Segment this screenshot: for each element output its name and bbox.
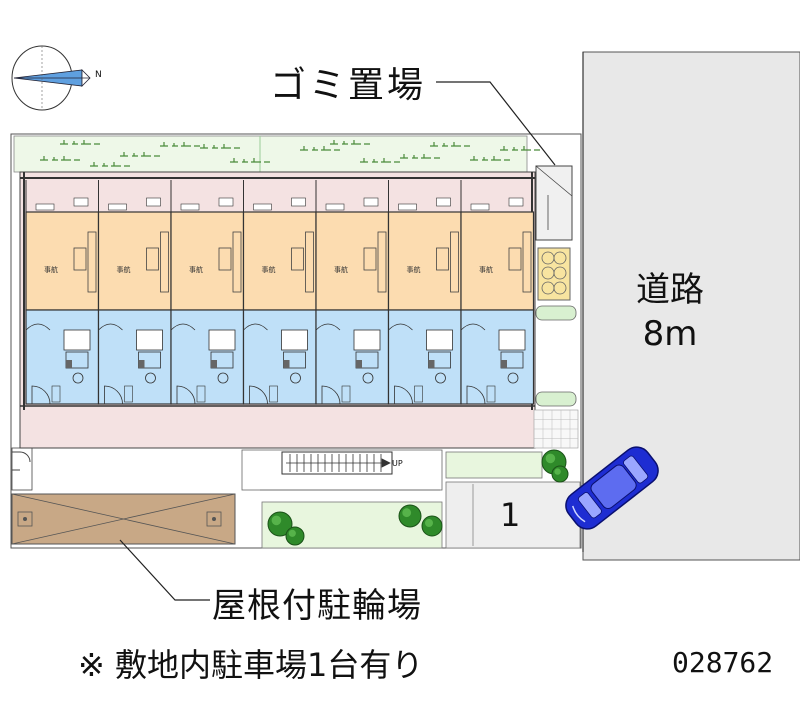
unit: 事航 <box>97 180 172 405</box>
unit: 事航 <box>25 180 100 405</box>
road-label: 道路 8m <box>636 268 704 356</box>
svg-text:事航: 事航 <box>44 265 58 274</box>
bike-leader <box>119 539 210 601</box>
garbage-area-label: ゴミ置場 <box>270 65 427 106</box>
tree-icon <box>267 511 293 537</box>
car-icon <box>565 446 659 530</box>
unit: 事航 <box>315 180 390 405</box>
road-name: 道路 <box>636 270 704 310</box>
bike-parking-label: 屋根付駐輪場 <box>212 586 422 626</box>
tree-icon <box>285 526 305 546</box>
green-strip <box>13 135 528 173</box>
svg-text:事航: 事航 <box>479 265 493 274</box>
parking-note: ※ 敷地内駐車場1台有り <box>78 646 424 684</box>
compass-north-label: N <box>95 70 102 80</box>
unit: 事航 <box>387 180 462 405</box>
unit: 事航 <box>460 180 535 405</box>
stairs-up-label: UP <box>392 459 403 468</box>
svg-text:事航: 事航 <box>407 265 421 274</box>
property-code: 028762 <box>672 646 774 679</box>
road-width: 8m <box>642 314 698 354</box>
tree-icon <box>398 504 422 528</box>
garbage-leader <box>436 81 556 166</box>
unit: 事航 <box>170 180 245 405</box>
garbage-area <box>535 165 573 241</box>
parking-slot-number: 1 <box>500 496 521 534</box>
svg-text:事航: 事航 <box>334 265 348 274</box>
unit: 事航 <box>242 180 317 405</box>
compass-icon <box>11 45 91 111</box>
svg-text:事航: 事航 <box>189 265 203 274</box>
parking-slot <box>445 481 581 549</box>
svg-text:事航: 事航 <box>117 265 131 274</box>
svg-text:事航: 事航 <box>262 265 276 274</box>
tree-icon <box>421 515 443 537</box>
tree-icon <box>551 465 569 483</box>
